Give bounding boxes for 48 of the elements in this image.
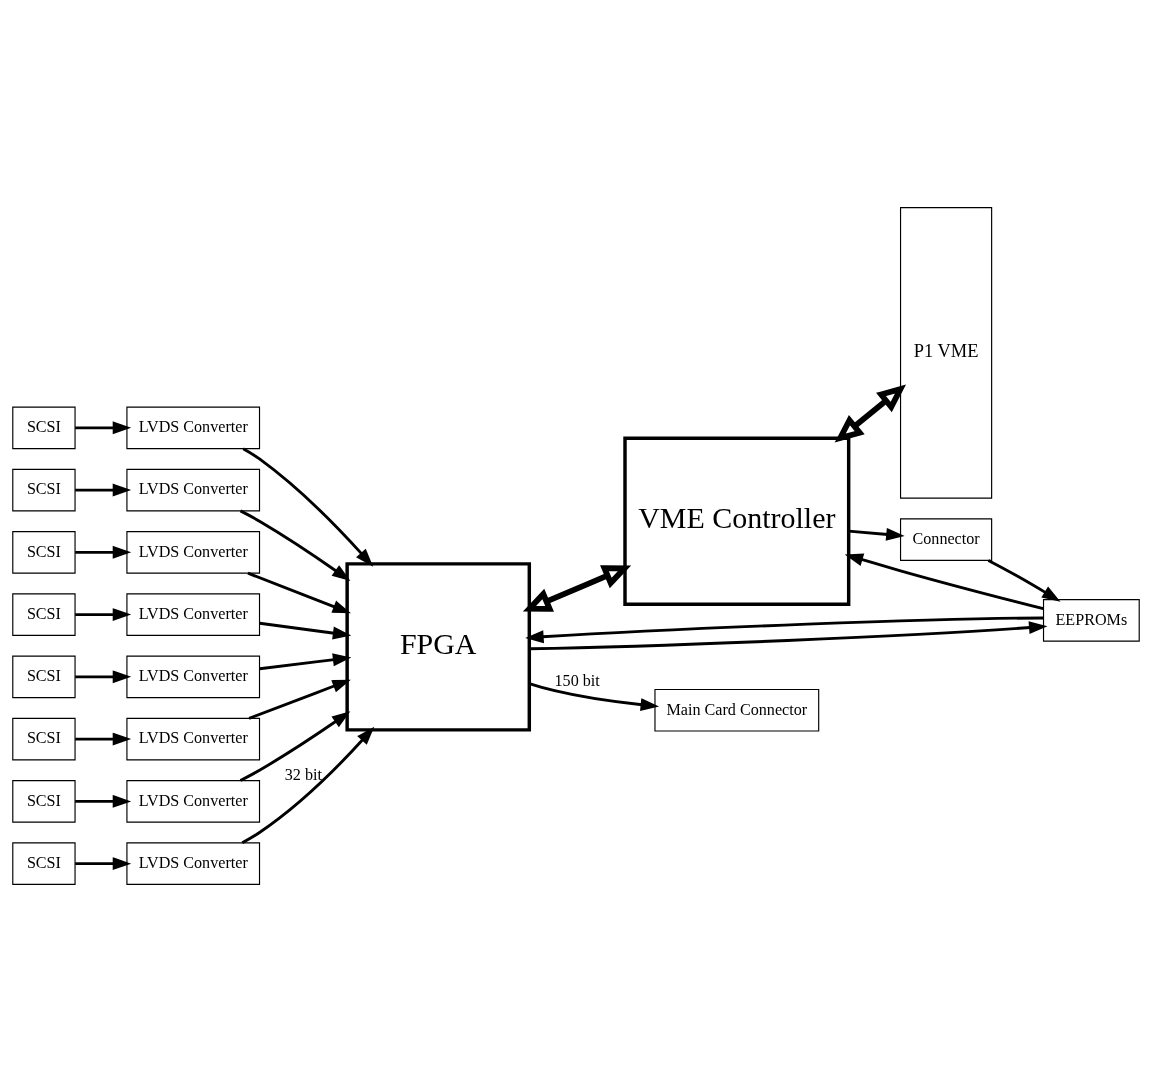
node-box: EEPROMs xyxy=(1042,598,1140,642)
arrow xyxy=(247,571,351,613)
edge-label: 150 bit xyxy=(554,671,600,689)
arrow xyxy=(259,652,352,670)
arrow xyxy=(522,564,632,612)
node-box: Main Card Connector xyxy=(654,688,820,732)
arrow xyxy=(75,732,132,746)
arrow xyxy=(248,679,351,720)
arrow xyxy=(75,420,132,434)
arrow xyxy=(75,483,132,497)
node-box: LVDS Converter xyxy=(126,592,261,636)
arrow xyxy=(242,446,374,567)
node-box: LVDS Converter xyxy=(126,717,261,760)
node-box: SCSI xyxy=(12,655,76,698)
node-box: LVDS Converter xyxy=(126,779,261,823)
node-box: SCSI xyxy=(12,779,76,823)
node-box: Connector xyxy=(899,517,993,561)
node-box: LVDS Converter xyxy=(126,841,261,885)
arrow xyxy=(239,710,351,782)
node-box: SCSI xyxy=(12,841,76,885)
arrow xyxy=(987,558,1061,602)
node-box: SCSI xyxy=(12,406,76,449)
node-box: SCSI xyxy=(12,468,76,511)
node-box: SCSI xyxy=(12,592,76,636)
node-box: P1 VME xyxy=(899,206,993,499)
arrow xyxy=(848,527,905,541)
arrow xyxy=(241,726,375,844)
arrow xyxy=(75,794,132,808)
node-box: LVDS Converter xyxy=(126,530,261,574)
arrow xyxy=(844,553,1044,610)
node-box: LVDS Converter xyxy=(126,655,261,698)
node-box: SCSI xyxy=(12,530,76,574)
edge-label: 32 bit xyxy=(284,765,322,783)
arrow xyxy=(75,607,132,621)
node-box: LVDS Converter xyxy=(126,468,261,511)
arrow xyxy=(529,620,1048,650)
arrow xyxy=(75,669,132,683)
node-box: LVDS Converter xyxy=(126,406,261,449)
arrow xyxy=(525,616,1044,643)
arrow xyxy=(75,545,132,559)
arrow xyxy=(834,384,907,443)
node-box: VME Controller xyxy=(623,435,851,606)
arrow xyxy=(259,621,352,639)
arrow xyxy=(239,509,351,581)
arrow xyxy=(75,856,132,870)
node-box: SCSI xyxy=(12,717,76,760)
arrow xyxy=(528,681,660,711)
node-box: FPGA xyxy=(345,561,532,732)
